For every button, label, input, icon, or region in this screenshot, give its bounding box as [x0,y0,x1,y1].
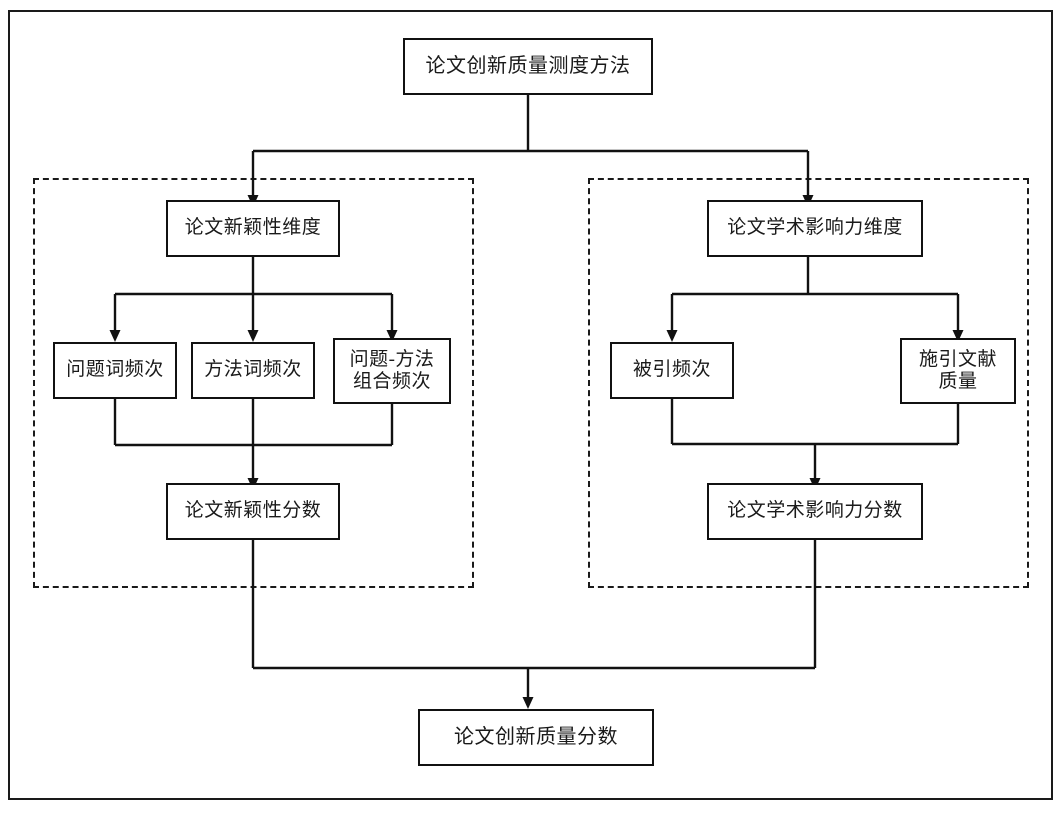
node-label: 论文学术影响力维度 [727,217,903,239]
node-label: 方法词频次 [204,359,302,381]
node-label: 施引文献 质量 [918,348,997,392]
node-paper-innovation-quality-score[interactable]: 论文创新质量分数 [418,709,654,766]
node-method-term-frequency[interactable]: 方法词频次 [191,342,315,399]
node-citing-literature-quality[interactable]: 施引文献 质量 [900,338,1016,404]
node-label: 被引频次 [632,359,711,381]
node-label: 论文新颖性分数 [184,500,322,522]
node-label: 论文创新质量分数 [454,725,618,748]
node-problem-term-frequency[interactable]: 问题词频次 [53,342,177,399]
node-citation-frequency[interactable]: 被引频次 [610,342,734,399]
node-label: 论文新颖性维度 [184,217,322,239]
node-label: 论文学术影响力分数 [727,500,903,522]
node-label: 论文创新质量测度方法 [425,54,631,77]
node-label: 问题-方法 组合频次 [349,348,435,392]
node-paper-innovation-quality-method[interactable]: 论文创新质量测度方法 [403,38,653,95]
node-novelty-dimension[interactable]: 论文新颖性维度 [166,200,340,257]
node-academic-impact-score[interactable]: 论文学术影响力分数 [707,483,923,540]
node-problem-method-combination-frequency[interactable]: 问题-方法 组合频次 [333,338,451,404]
node-novelty-score[interactable]: 论文新颖性分数 [166,483,340,540]
node-academic-impact-dimension[interactable]: 论文学术影响力维度 [707,200,923,257]
node-label: 问题词频次 [66,359,164,381]
diagram-outer-frame [8,10,1053,800]
